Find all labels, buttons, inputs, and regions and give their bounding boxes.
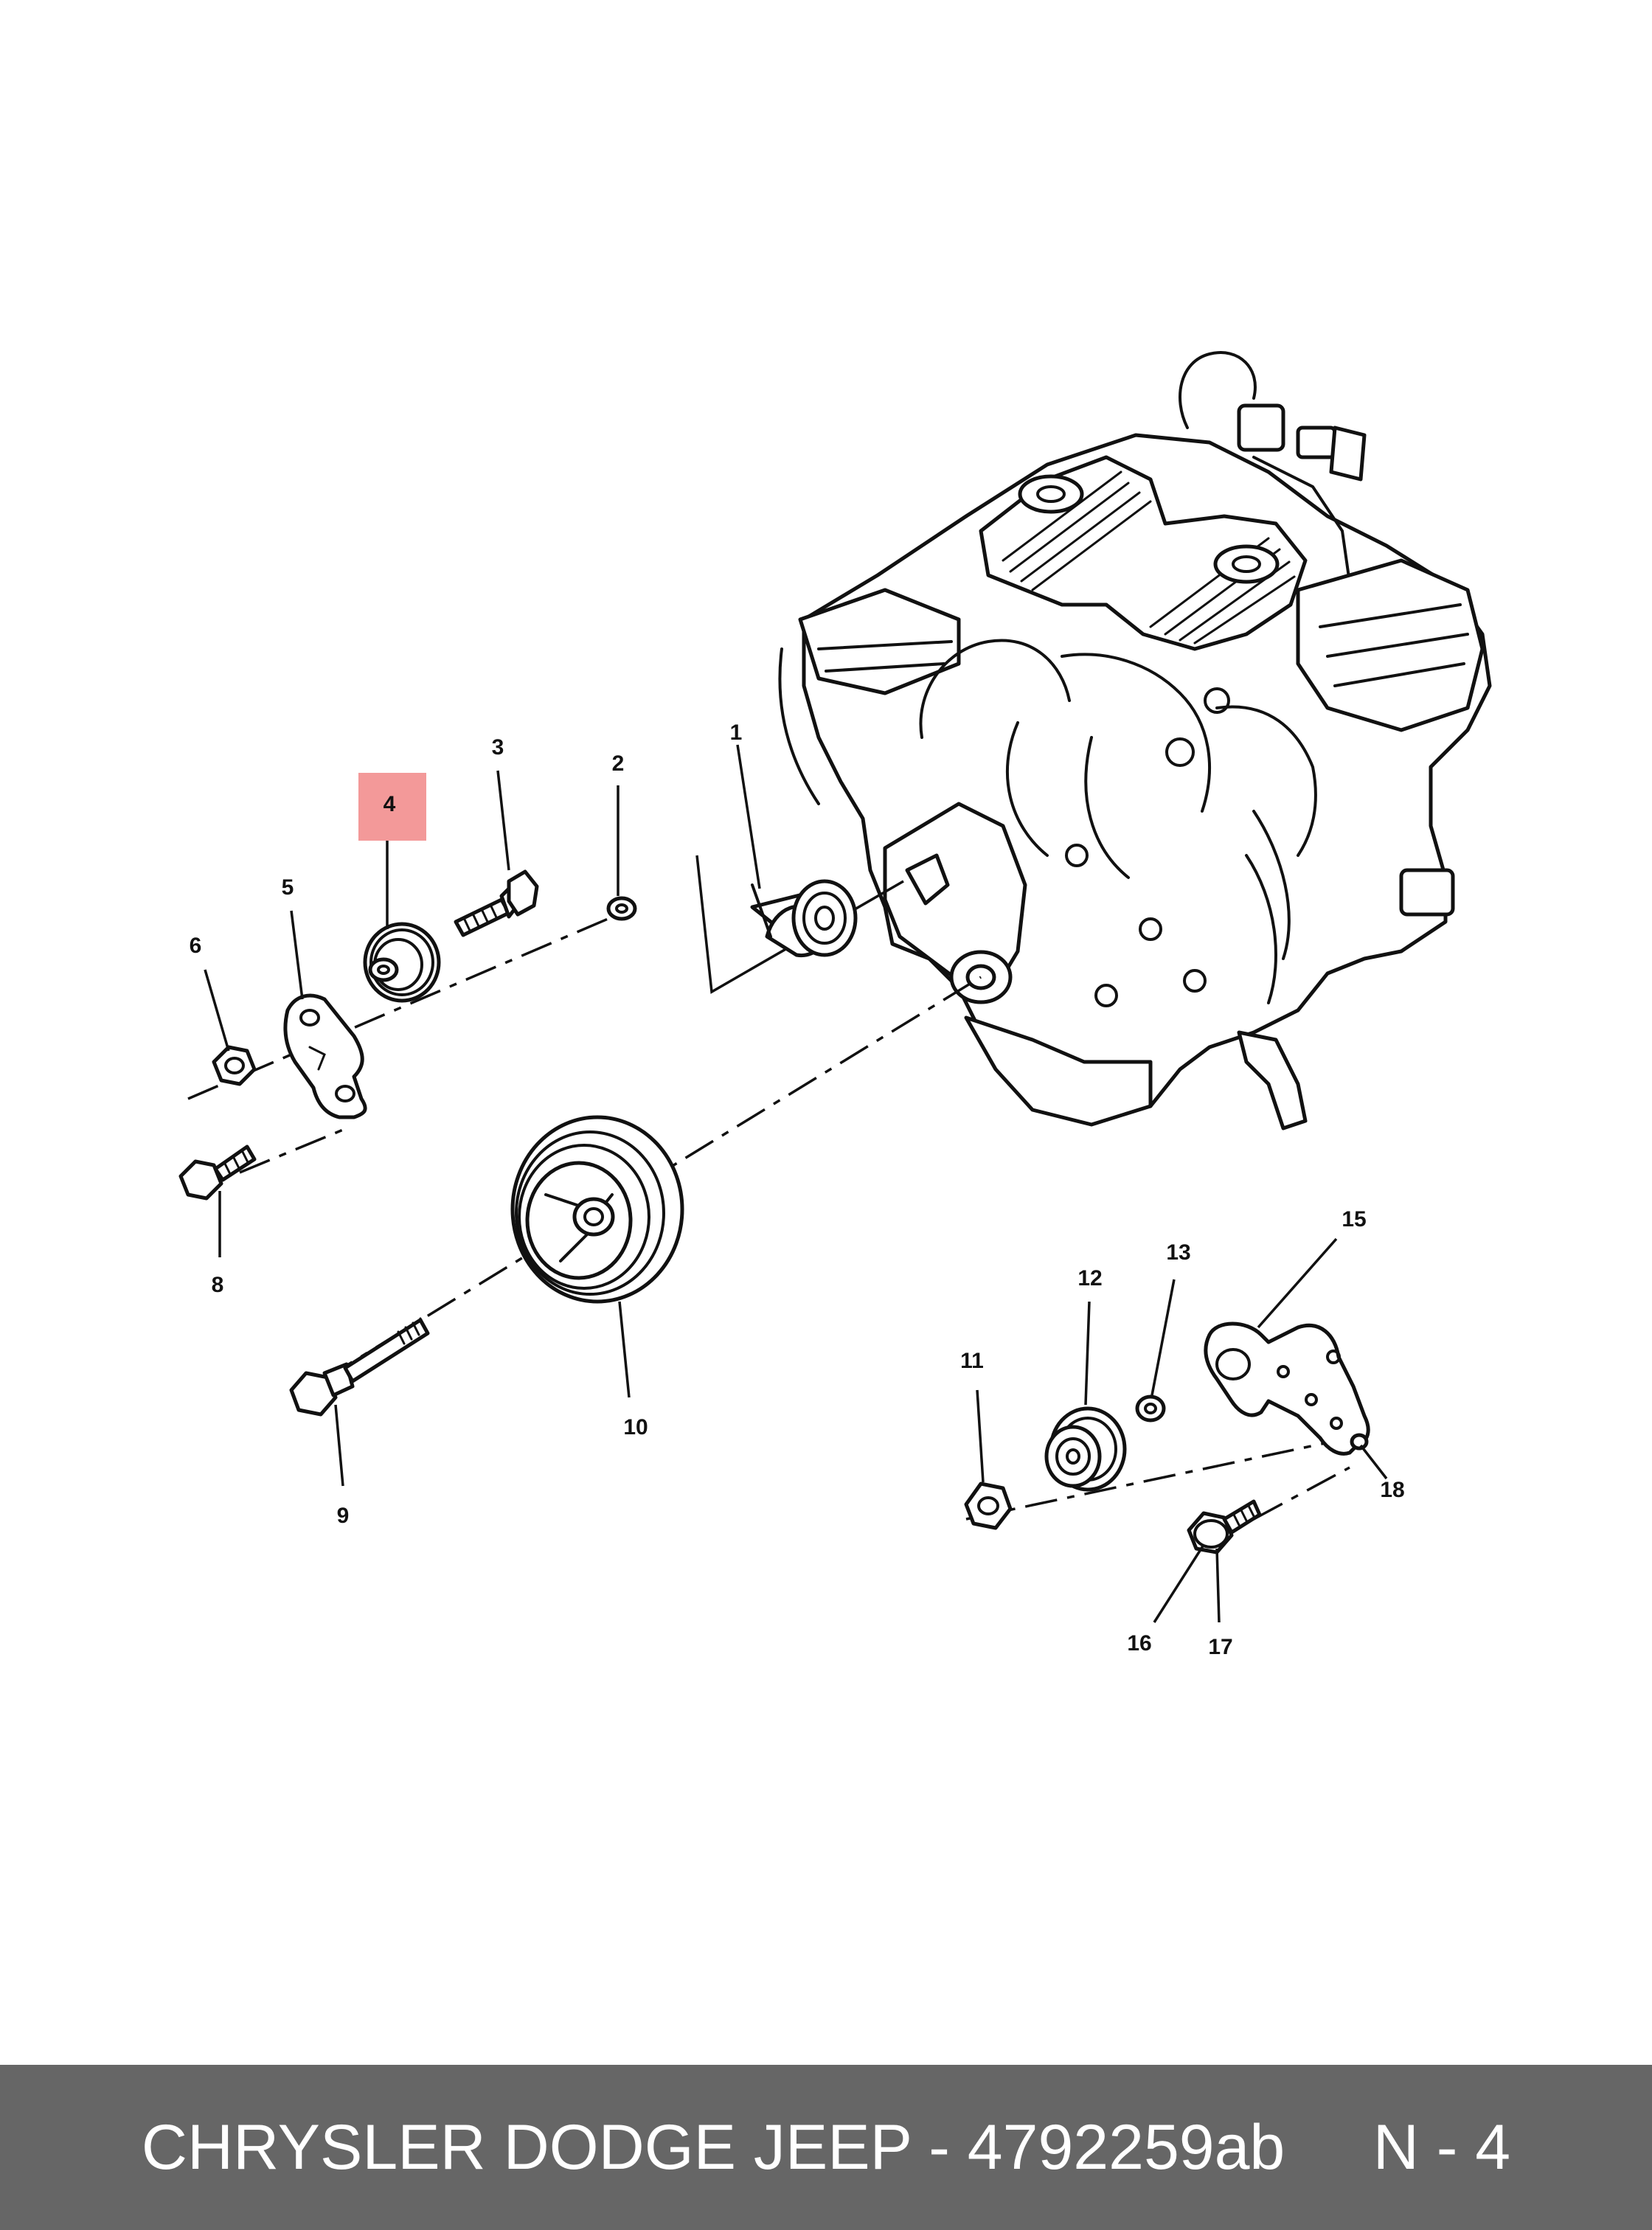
- callout-4: 4: [384, 792, 396, 816]
- part-15-bracket[interactable]: [1204, 1321, 1370, 1456]
- callout-16: 16: [1127, 1631, 1151, 1656]
- axis-idler-4: [187, 909, 628, 1100]
- part-11-nut[interactable]: [964, 1482, 1013, 1530]
- part-9-crank-bolt[interactable]: [289, 1317, 430, 1417]
- parts-diagram: 1 2 3 4 5 6 8 9 10 11 12 13 15 16 17 18: [178, 351, 1492, 1659]
- callout-17: 17: [1208, 1635, 1232, 1659]
- part-16-washer[interactable]: [1193, 1519, 1229, 1549]
- part-10-damper-pulley[interactable]: [510, 1115, 684, 1304]
- callout-9: 9: [337, 1504, 350, 1528]
- callout-4-highlight: [358, 773, 426, 841]
- callout-5: 5: [282, 875, 294, 900]
- part-1-belt-tensioner[interactable]: [750, 879, 858, 957]
- callout-18: 18: [1380, 1478, 1404, 1502]
- part-3-bolt[interactable]: [454, 869, 539, 937]
- part-18-stud[interactable]: [1350, 1433, 1369, 1451]
- callout-leaders: [204, 744, 1388, 1623]
- axis-tensioner-group: [965, 1437, 1350, 1521]
- callout-12: 12: [1077, 1266, 1102, 1291]
- callout-15: 15: [1342, 1207, 1366, 1232]
- part-6-nut[interactable]: [212, 1045, 257, 1086]
- footer-bar: CHRYSLER DODGE JEEP - 4792259ab N - 4: [0, 2065, 1652, 2230]
- callout-11: 11: [960, 1349, 984, 1373]
- callout-3: 3: [492, 735, 504, 760]
- callout-labels: 1 2 3 4 5 6 8 9 10 11 12 13 15 16 17 18: [190, 720, 1405, 1659]
- callout-13: 13: [1166, 1240, 1190, 1265]
- axis-bolt-16: [1253, 1466, 1350, 1521]
- part-12-idler-pulley[interactable]: [1044, 1406, 1127, 1492]
- engine-assembly: [778, 351, 1492, 1130]
- callout-6: 6: [190, 934, 202, 958]
- part-8-bolt[interactable]: [178, 1144, 257, 1201]
- footer-part-number: CHRYSLER DODGE JEEP - 4792259ab N - 4: [141, 2111, 1511, 2183]
- part-2-washer[interactable]: [606, 896, 637, 921]
- callout-1: 1: [730, 720, 743, 745]
- callout-10: 10: [623, 1415, 648, 1439]
- callout-2: 2: [612, 751, 625, 776]
- axis-bracket-bolts: [239, 1127, 347, 1174]
- part-13-washer[interactable]: [1135, 1394, 1166, 1423]
- callout-8: 8: [212, 1273, 224, 1297]
- part-4-idler-pulley[interactable]: [363, 922, 441, 1003]
- part-5-bracket[interactable]: [283, 993, 367, 1119]
